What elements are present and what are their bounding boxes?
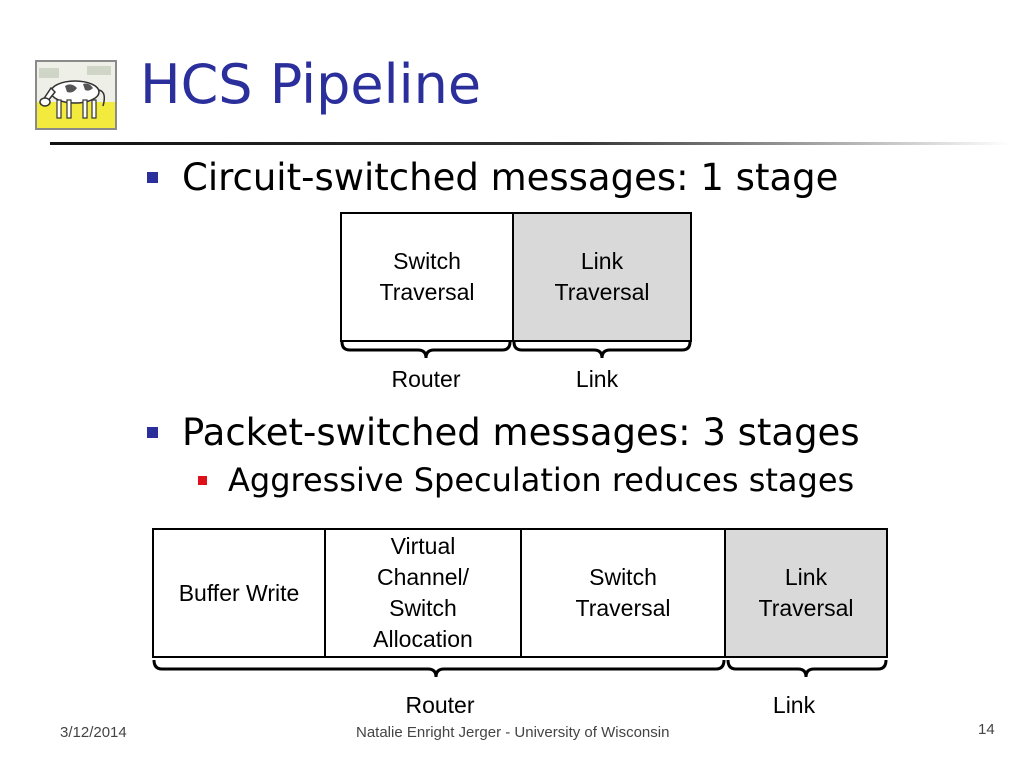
router-brace-icon xyxy=(152,659,726,678)
link-brace-icon xyxy=(512,341,692,359)
sub-bullet-square-icon xyxy=(198,475,207,485)
box-label-line: Traversal xyxy=(575,595,671,621)
router-brace-icon xyxy=(340,341,512,359)
link-brace-icon xyxy=(726,659,888,678)
footer-date: 3/12/2014 xyxy=(60,724,127,741)
router-label: Router xyxy=(391,366,461,392)
router-label-2: Router xyxy=(405,692,475,718)
title-divider xyxy=(50,142,1010,145)
router-link-braces xyxy=(340,341,692,359)
stage-buffer-write: Buffer Write xyxy=(152,528,326,658)
stage-switch-traversal: Switch Traversal xyxy=(340,212,514,342)
box-label-line: Channel/ xyxy=(376,564,470,590)
router-link-braces-2 xyxy=(152,659,888,678)
footer-author: Natalie Enright Jerger - University of W… xyxy=(356,724,670,741)
box-label-line: Switch xyxy=(393,248,461,274)
box-label-line: Buffer Write xyxy=(178,579,300,606)
box-label-line: Virtual xyxy=(390,533,456,559)
box-label-line: Switch xyxy=(389,595,457,621)
bullet-square-icon xyxy=(147,427,158,438)
box-label-line: Traversal xyxy=(379,279,475,305)
bullet-square-icon xyxy=(147,172,158,183)
sub-bullet-speculation: Aggressive Speculation reduces stages xyxy=(198,464,854,496)
bullet-text: Circuit-switched messages: 1 stage xyxy=(182,156,839,199)
stage-switch-traversal-2: Switch Traversal xyxy=(520,528,726,658)
sub-bullet-text: Aggressive Speculation reduces stages xyxy=(228,461,855,499)
box-label-line: Switch xyxy=(589,564,657,590)
stage-link-traversal-2: Link Traversal xyxy=(724,528,888,658)
bullet-packet-switched: Packet-switched messages: 3 stages xyxy=(147,414,860,451)
box-label-line: Traversal xyxy=(758,595,854,621)
box-label-line: Link xyxy=(784,564,828,590)
bullet-circuit-switched: Circuit-switched messages: 1 stage xyxy=(147,159,838,196)
bullet-text: Packet-switched messages: 3 stages xyxy=(182,411,860,454)
stage-vc-switch-allocation: Virtual Channel/ Switch Allocation xyxy=(324,528,522,658)
box-label-line: Link xyxy=(580,248,624,274)
slide-title: HCS Pipeline xyxy=(140,53,482,116)
box-label-line: Allocation xyxy=(373,626,473,652)
link-label: Link xyxy=(575,366,619,392)
link-label-2: Link xyxy=(772,692,816,718)
cow-logo-icon xyxy=(35,60,117,130)
box-label-line: Traversal xyxy=(554,279,650,305)
stage-link-traversal: Link Traversal xyxy=(512,212,692,342)
slide-number: 14 xyxy=(978,721,995,738)
